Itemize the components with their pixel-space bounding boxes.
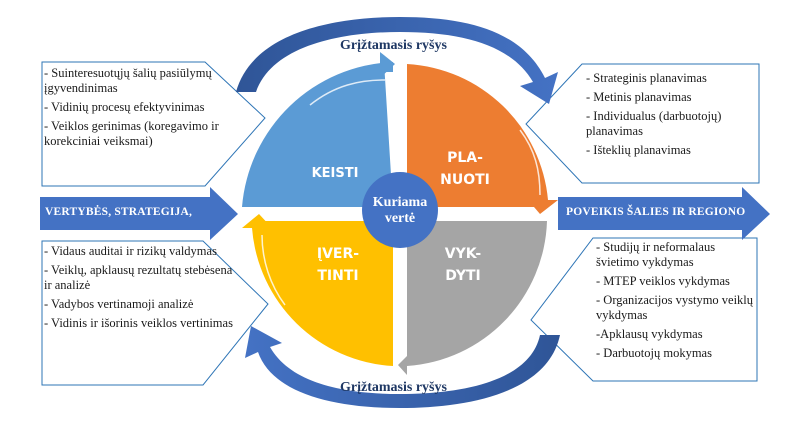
- label-planuoti-line1: PLA-: [447, 150, 483, 166]
- center-circle: [362, 172, 438, 248]
- callout-planuoti: - Strateginis planavimas - Metinis plana…: [586, 71, 761, 162]
- label-keisti: KEISTI: [300, 163, 370, 185]
- callout-item: - Veiklos gerinimas (koregavimo ir korek…: [44, 119, 219, 148]
- output-arrow-poveikis: [558, 187, 770, 240]
- callout-item: - Išteklių planavimas: [586, 143, 691, 157]
- callout-top-right-border: [525, 63, 760, 184]
- feedback-label-top: Grįžtamasis ryšys: [340, 38, 447, 53]
- center-label-line2: vertė: [384, 211, 416, 226]
- callout-item: - Veiklų, apklausų rezultatų stebėsena i…: [44, 263, 233, 292]
- center-label: Kuriama vertė: [355, 195, 445, 227]
- callout-ivertinti: - Vidaus auditai ir rizikų valdymas - Ve…: [44, 244, 234, 335]
- quadrant-planuoti: [407, 64, 558, 214]
- input-arrow-label: VERTYBĖS, STRATEGIJA,: [45, 206, 193, 218]
- callout-item: - Vidinių procesų efektyvinimas: [44, 100, 205, 114]
- label-keisti-line1: KEISTI: [311, 166, 359, 181]
- quadrant-vykdyti: [398, 221, 547, 375]
- keisti-arrowhead: [380, 52, 395, 78]
- callout-bottom-right-border: [530, 237, 758, 382]
- callout-item: -Apklausų vykdymas: [596, 327, 703, 341]
- planuoti-highlight: [519, 129, 541, 196]
- callout-item: - Suinteresuotųjų šalių pasiūlymų įgyven…: [44, 66, 212, 95]
- callout-item: - Metinis planavimas: [586, 90, 692, 104]
- callout-bottom-left-border: [41, 240, 269, 386]
- label-ivertinti-line1: ĮVER-: [316, 246, 360, 262]
- label-ivertinti: ĮVER- TINTI: [303, 243, 373, 287]
- callout-item: - MTEP veiklos vykdymas: [596, 274, 730, 288]
- label-planuoti-line2: NUOTI: [440, 172, 490, 188]
- callout-vykdyti: - Studijų ir neformalaus švietimo vykdym…: [596, 240, 756, 365]
- feedback-label-bottom: Grįžtamasis ryšys: [340, 380, 447, 395]
- label-vykdyti: VYK- DYTI: [428, 243, 498, 287]
- quadrant-ivertinti-fill: [261, 221, 393, 360]
- feedback-arrow-top: [236, 17, 558, 104]
- label-vykdyti-line1: VYK-: [444, 246, 482, 262]
- callout-keisti: - Suinteresuotųjų šalių pasiūlymų įgyven…: [44, 66, 224, 153]
- center-label-line1: Kuriama: [372, 195, 428, 210]
- callout-item: - Vidaus auditai ir rizikų valdymas: [44, 244, 217, 258]
- callout-item: - Strateginis planavimas: [586, 71, 707, 85]
- callout-item: - Studijų ir neformalaus švietimo vykdym…: [596, 240, 716, 269]
- callout-item: - Organizacijos vystymo veiklų vykdymas: [596, 293, 754, 322]
- label-ivertinti-line2: TINTI: [317, 268, 359, 284]
- keisti-highlight: [309, 79, 386, 106]
- input-arrow-vertybes: [40, 187, 238, 240]
- feedback-arrow-bottom: [245, 326, 560, 408]
- label-vykdyti-line2: DYTI: [445, 268, 481, 284]
- ivertinti-highlight: [261, 234, 286, 306]
- callout-item: - Vidinis ir išorinis veiklos vertinimas: [44, 316, 233, 330]
- label-planuoti: PLA- NUOTI: [430, 147, 500, 191]
- callout-item: - Vadybos vertinamoji analizė: [44, 297, 194, 311]
- quadrant-keisti: [242, 62, 393, 207]
- callout-item: - Individualus (darbuotojų) planavimas: [586, 109, 722, 138]
- callout-item: - Darbuotojų mokymas: [596, 346, 712, 360]
- callout-top-left-border: [41, 61, 266, 187]
- output-arrow-label: POVEIKIS ŠALIES IR REGIONO: [566, 206, 746, 218]
